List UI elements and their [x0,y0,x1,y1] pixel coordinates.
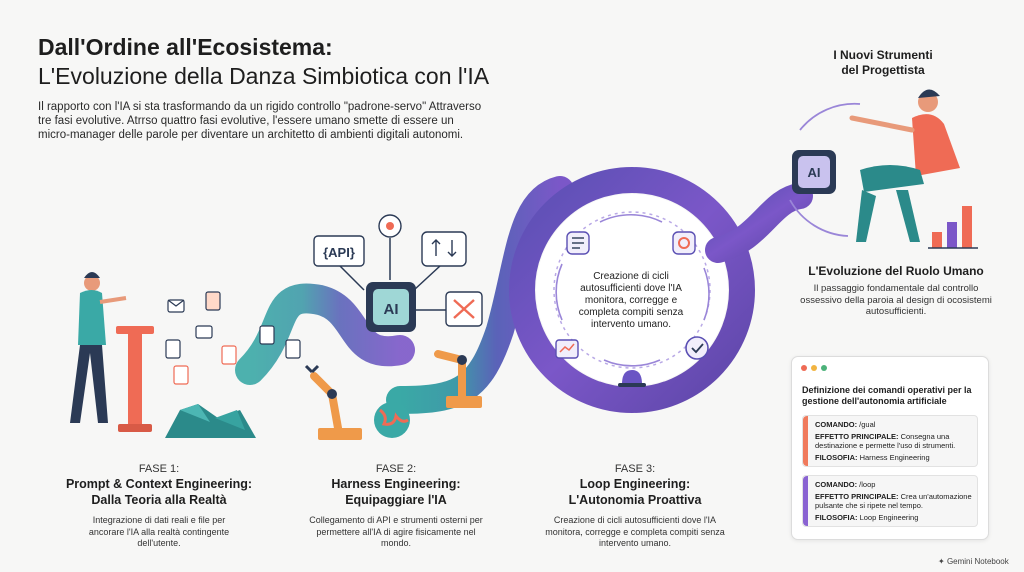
svg-text:AI: AI [808,165,821,180]
phase-1-caption: FASE 1: Prompt & Context Engineering: Da… [44,463,274,550]
cmd-value: /loop [859,480,876,489]
role-title: L'Evoluzione del Ruolo Umano [808,264,984,278]
sparkle-icon: ✦ [938,557,945,566]
phil-value: Harness Engineering [859,452,930,462]
phase-3-desc: Creazione di cicli autosufficienti dove … [545,515,725,548]
ribbon-to-designer [705,183,813,263]
effect-label: EFFETTO PRINCIPALE: [815,491,899,501]
growth-bars [928,206,978,249]
tools-icon [445,291,483,327]
rocks [165,404,256,438]
brand-label: Gemini Notebook [946,557,1009,566]
phil-value: Loop Engineering [859,512,919,522]
designer-arrows [789,102,861,237]
cmd-label: COMANDO: [815,480,858,489]
phase-2-title-2: Equipaggiare l'IA [345,493,447,507]
command-card-loop: COMANDO: /loop EFFETTO PRINCIPALE: Crea … [802,475,978,527]
designer-person [849,89,960,242]
dot-green [821,365,827,371]
loop-icon-list [566,231,590,255]
command-accent-bar [803,416,808,466]
cmd-label: COMANDO: [815,420,858,429]
phil-label: FILOSOFIA: [815,512,858,522]
dot-yellow [811,365,817,371]
designer-ai-chip: AI [792,150,836,194]
phase-2-desc: Collegamento di API e strumenti osterni … [309,515,483,548]
loop-ring [509,167,755,413]
floating-documents [165,291,301,385]
role-desc: Il passaggio fondamentale dal controllo … [800,283,992,317]
loop-icon-monitor [555,339,579,359]
api-label: {API} [323,245,355,260]
command-accent-bar [803,476,808,526]
cmd-value: /gual [859,420,876,429]
tools-title-2: del Progettista [841,63,925,77]
robot-arm-left [304,364,362,440]
globe-icon [374,402,410,438]
effect-label: EFFETTO PRINCIPALE: [815,431,899,441]
command-card-goal: COMANDO: /gual EFFETTO PRINCIPALE: Conse… [802,415,978,467]
intro-text: Il rapporto con l'IA si sta trasformando… [38,101,482,141]
panel-heading: Definizione dei comandi operativi per la… [802,385,972,406]
effect-value: Consegna una destinazione e permette l'u… [815,431,956,451]
phase-2-label: FASE 2: [375,463,417,475]
phase-1-desc: Integrazione di dati reali e file per an… [88,515,230,548]
ai-chip-label: AI [384,301,399,318]
phase1-person [70,272,127,423]
phase-3-title-1: Loop Engineering: [579,477,691,491]
brand-footer: ✦ Gemini Notebook [938,557,1009,566]
api-card: {API} [313,235,365,267]
phase-3-title-2: L'Autonomia Proattiva [568,493,702,507]
ai-chip: AI [339,238,446,332]
phase-2-title-1: Harness Engineering: [331,477,461,491]
phase-3-caption: FASE 3: Loop Engineering: L'Autonomia Pr… [530,463,740,550]
phase-2-caption: FASE 2: Harness Engineering: Equipaggiar… [296,463,496,550]
cloud-icon [421,231,467,267]
title-line-1: Dall'Ordine all'Ecosistema: [38,34,333,60]
phase-1-title-2: Dalla Teoria alla Realtà [91,493,227,507]
loop-center-text: Creazione di cicli autosufficienti dove … [578,271,684,330]
dot-red [801,365,807,371]
podium [116,326,154,432]
evolution-ribbon-2 [386,176,574,414]
phase-3-label: FASE 3: [614,463,656,475]
phase-1-label: FASE 1: [138,463,180,475]
phase-1-title-1: Prompt & Context Engineering: [65,477,253,491]
loop-icon-check [685,336,709,360]
commands-panel: Definizione dei comandi operativi per la… [791,356,989,540]
tools-title-1: I Nuovi Strumenti [833,48,933,62]
loop-icon-settings [672,231,696,255]
robot-arm-right [434,350,482,408]
gear-icon [378,214,402,238]
title-line-2: L'Evoluzione della Danza Simbiotica con … [38,63,490,89]
tools-title: I Nuovi Strumenti del Progettista [812,48,954,78]
phil-label: FILOSOFIA: [815,452,858,462]
effect-value: Crea un'automazione pulsante che si ripe… [815,491,972,511]
loop-icon-bell [618,370,646,387]
